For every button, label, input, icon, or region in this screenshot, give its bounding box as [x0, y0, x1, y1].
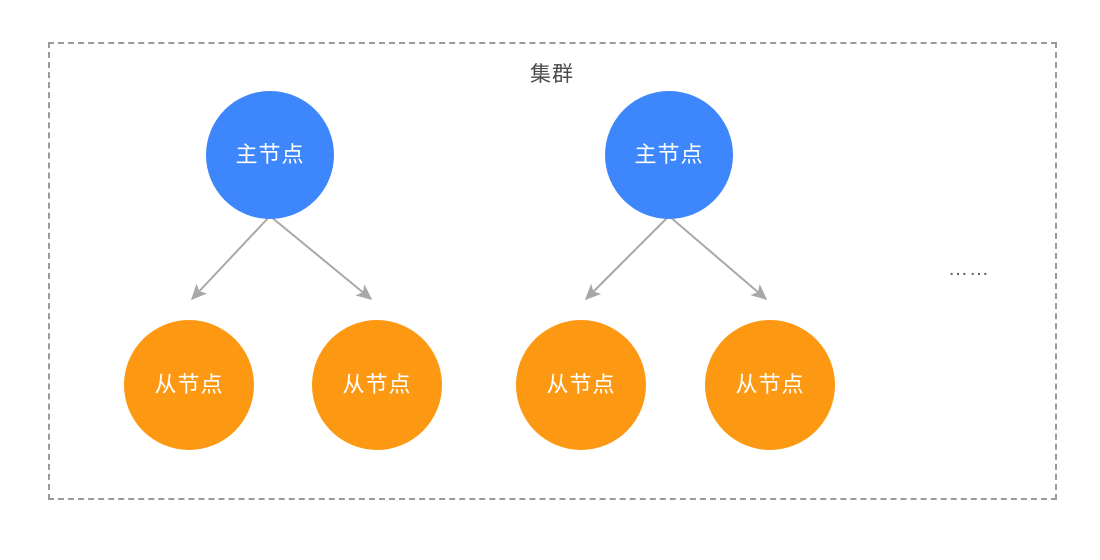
slave-node-1[interactable]: 从节点	[124, 320, 260, 456]
slave-node-2[interactable]: 从节点	[312, 320, 448, 456]
slave-node-4-label: 从节点	[735, 372, 805, 397]
slave-node-3-circle: 从节点	[516, 320, 646, 450]
slave-node-4[interactable]: 从节点	[705, 320, 841, 456]
slave-node-1-label: 从节点	[154, 372, 224, 397]
slave-node-3-label: 从节点	[546, 372, 616, 397]
cluster-title-label: 集群	[530, 63, 574, 86]
master-node-2-label: 主节点	[634, 142, 704, 167]
slave-node-2-label: 从节点	[342, 372, 412, 397]
cluster-title: 集群	[0, 58, 1100, 88]
slave-node-2-circle: 从节点	[312, 320, 442, 450]
cluster-boundary	[48, 42, 1057, 500]
slave-node-1-circle: 从节点	[124, 320, 254, 450]
master-node-2[interactable]: 主节点	[605, 91, 739, 225]
master-node-1-label: 主节点	[235, 142, 305, 167]
continuation-ellipsis: ……	[948, 258, 990, 280]
slave-node-4-circle: 从节点	[705, 320, 835, 450]
master-node-1-circle: 主节点	[206, 91, 334, 219]
master-node-2-circle: 主节点	[605, 91, 733, 219]
master-node-1[interactable]: 主节点	[206, 91, 340, 225]
slave-node-3[interactable]: 从节点	[516, 320, 652, 456]
